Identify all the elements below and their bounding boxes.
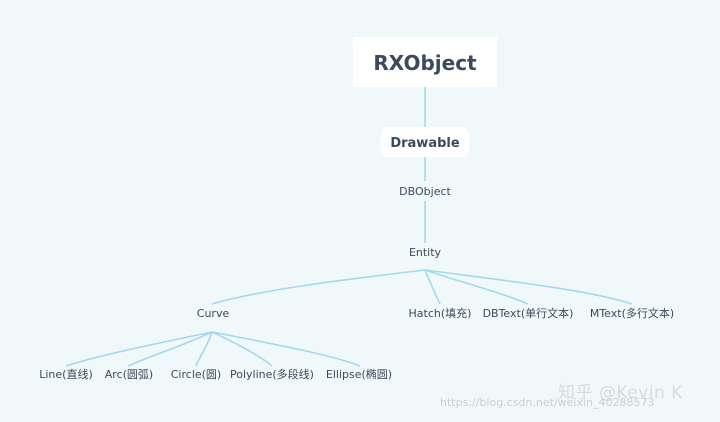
csdn-url-watermark: https://blog.csdn.net/weixin_40288573	[440, 396, 655, 409]
connector-entity-curve	[211, 269, 426, 305]
entity-label: Entity	[409, 246, 442, 259]
hatch-label: Hatch(填充)	[409, 306, 472, 320]
circle-label: Circle(圆)	[171, 368, 221, 381]
zhihu-watermark: 知乎 @Kevin K	[558, 383, 683, 403]
drawable-label: Drawable	[390, 136, 460, 151]
connector-entity-mtext	[424, 269, 633, 305]
connector-curve-arc	[127, 331, 213, 367]
rxobject-label: RXObject	[373, 51, 477, 75]
dbtext-label: DBText(单行文本)	[483, 306, 574, 320]
connector-entity-dbtext	[424, 269, 529, 305]
connector-curve-circle	[195, 331, 213, 367]
dbobject-label: DBObject	[399, 185, 451, 198]
rxobject-box	[353, 37, 497, 87]
connector-curve-line	[65, 331, 213, 367]
mtext-label: MText(多行文本)	[590, 306, 674, 320]
connector-lines	[65, 87, 633, 367]
connector-curve-polyline	[211, 331, 273, 367]
connector-curve-ellipse	[211, 331, 361, 367]
drawable-box	[380, 127, 470, 157]
connector-entity-hatch	[424, 269, 441, 305]
polyline-label: Polyline(多段线)	[230, 367, 314, 381]
line-label: Line(直线)	[39, 367, 93, 381]
ellipse-label: Ellipse(椭圆)	[326, 367, 392, 381]
arc-label: Arc(圆弧)	[105, 367, 153, 381]
curve-label: Curve	[197, 307, 230, 320]
